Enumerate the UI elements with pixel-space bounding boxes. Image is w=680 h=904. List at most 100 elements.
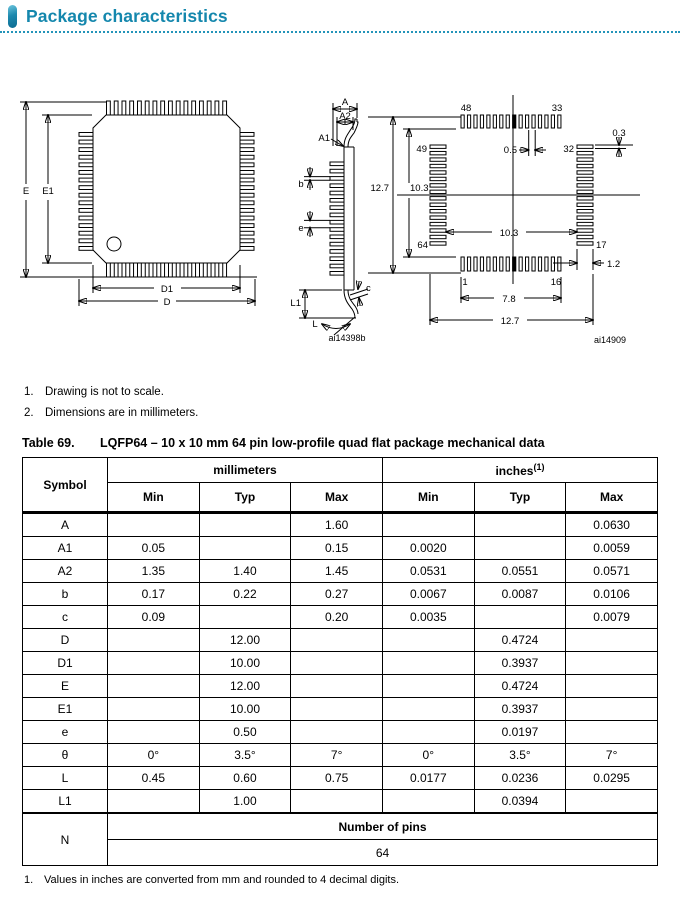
section-title: Package characteristics — [26, 6, 228, 26]
package-pin — [525, 114, 530, 129]
dim-label-7-8: 7.8 — [502, 294, 515, 305]
package-pin — [160, 262, 166, 278]
package-pin — [239, 238, 255, 244]
package-pin — [121, 100, 127, 116]
column-group-inches: inches(1) — [381, 457, 659, 483]
symbol-cell: A1 — [22, 536, 108, 560]
value-cell: 0.17 — [107, 582, 200, 606]
pin-number-16: 16 — [551, 277, 562, 288]
package-pin — [576, 209, 594, 214]
package-pin — [505, 114, 510, 129]
value-cell: 0.0551 — [473, 559, 567, 583]
value-cell — [565, 789, 658, 814]
package-pin — [429, 221, 447, 227]
package-pin — [329, 205, 345, 210]
package-pin — [78, 139, 94, 145]
value-cell: 0° — [107, 743, 200, 767]
package-pin — [329, 176, 345, 181]
value-cell — [381, 720, 475, 744]
symbol-cell: c — [22, 605, 108, 629]
package-pin — [544, 256, 549, 272]
dim-label-1-2: 1.2 — [607, 259, 620, 270]
package-pin — [144, 262, 150, 278]
value-cell — [565, 720, 658, 744]
value-cell: 0.0177 — [381, 766, 475, 790]
package-pin — [175, 262, 181, 278]
package-pin — [429, 215, 447, 220]
symbol-cell: θ — [22, 743, 108, 767]
package-pin — [525, 256, 530, 272]
value-cell — [381, 628, 475, 652]
dim-label-10-3-h: 10.3 — [500, 228, 519, 239]
package-pin — [175, 100, 181, 116]
value-cell: 0.0394 — [473, 789, 567, 814]
package-pin — [191, 100, 197, 116]
package-pin — [473, 256, 478, 272]
package-pin — [329, 161, 345, 167]
symbol-cell: e — [22, 720, 108, 744]
dim-label-L1: L1 — [290, 298, 301, 309]
table-header: Symbol millimeters inches(1) Min Typ Max… — [22, 457, 659, 514]
column-group-millimeters: millimeters — [107, 457, 383, 483]
value-cell — [381, 697, 475, 721]
package-pin — [329, 198, 345, 203]
value-cell — [565, 674, 658, 698]
value-cell: 0.05 — [107, 536, 200, 560]
value-cell — [381, 789, 475, 814]
package-pin — [466, 114, 472, 129]
pin-count-label-cell: Number of pins — [107, 812, 658, 840]
package-pin — [239, 154, 255, 160]
package-pin — [239, 170, 255, 175]
value-cell — [381, 674, 475, 698]
value-cell — [473, 512, 567, 537]
package-pin — [206, 100, 212, 116]
value-cell — [107, 697, 200, 721]
package-pin — [152, 100, 158, 116]
value-cell — [565, 651, 658, 675]
value-cell: 0.50 — [198, 720, 292, 744]
section-divider — [0, 31, 680, 33]
symbol-cell: L — [22, 766, 108, 790]
value-cell: 0.60 — [198, 766, 292, 790]
package-pin — [113, 262, 119, 278]
package-pin — [429, 189, 447, 195]
value-cell: 0.0059 — [565, 536, 658, 560]
dim-label-D: D — [164, 297, 171, 308]
package-pin — [518, 256, 523, 272]
package-pin — [137, 100, 142, 116]
value-cell: 0.4724 — [473, 628, 567, 652]
package-pin — [429, 183, 447, 188]
package-pin — [576, 170, 594, 175]
package-pin — [512, 114, 517, 129]
value-cell: 0° — [381, 743, 475, 767]
package-pin — [429, 144, 447, 149]
package-pin — [239, 185, 255, 190]
value-cell: 0.15 — [290, 536, 383, 560]
table-row: N Number of pins — [22, 812, 658, 866]
value-cell — [107, 789, 200, 814]
value-cell: 0.45 — [107, 766, 200, 790]
value-cell: 1.35 — [107, 559, 200, 583]
column-header-max-mm: Max — [290, 482, 383, 514]
package-pin — [239, 200, 255, 206]
package-pin — [78, 223, 94, 228]
package-pin — [78, 208, 94, 213]
package-pin — [576, 234, 594, 240]
value-cell — [198, 512, 292, 537]
note-number: 1. — [24, 386, 34, 398]
table-caption: Table 69. LQFP64 – 10 x 10 mm 64 pin low… — [22, 436, 545, 450]
package-pin — [429, 176, 447, 182]
package-pin — [486, 256, 491, 272]
column-header-min-in: Min — [381, 482, 475, 514]
package-pin — [576, 228, 594, 233]
value-cell: 0.0079 — [565, 605, 658, 629]
package-pin — [239, 208, 255, 213]
